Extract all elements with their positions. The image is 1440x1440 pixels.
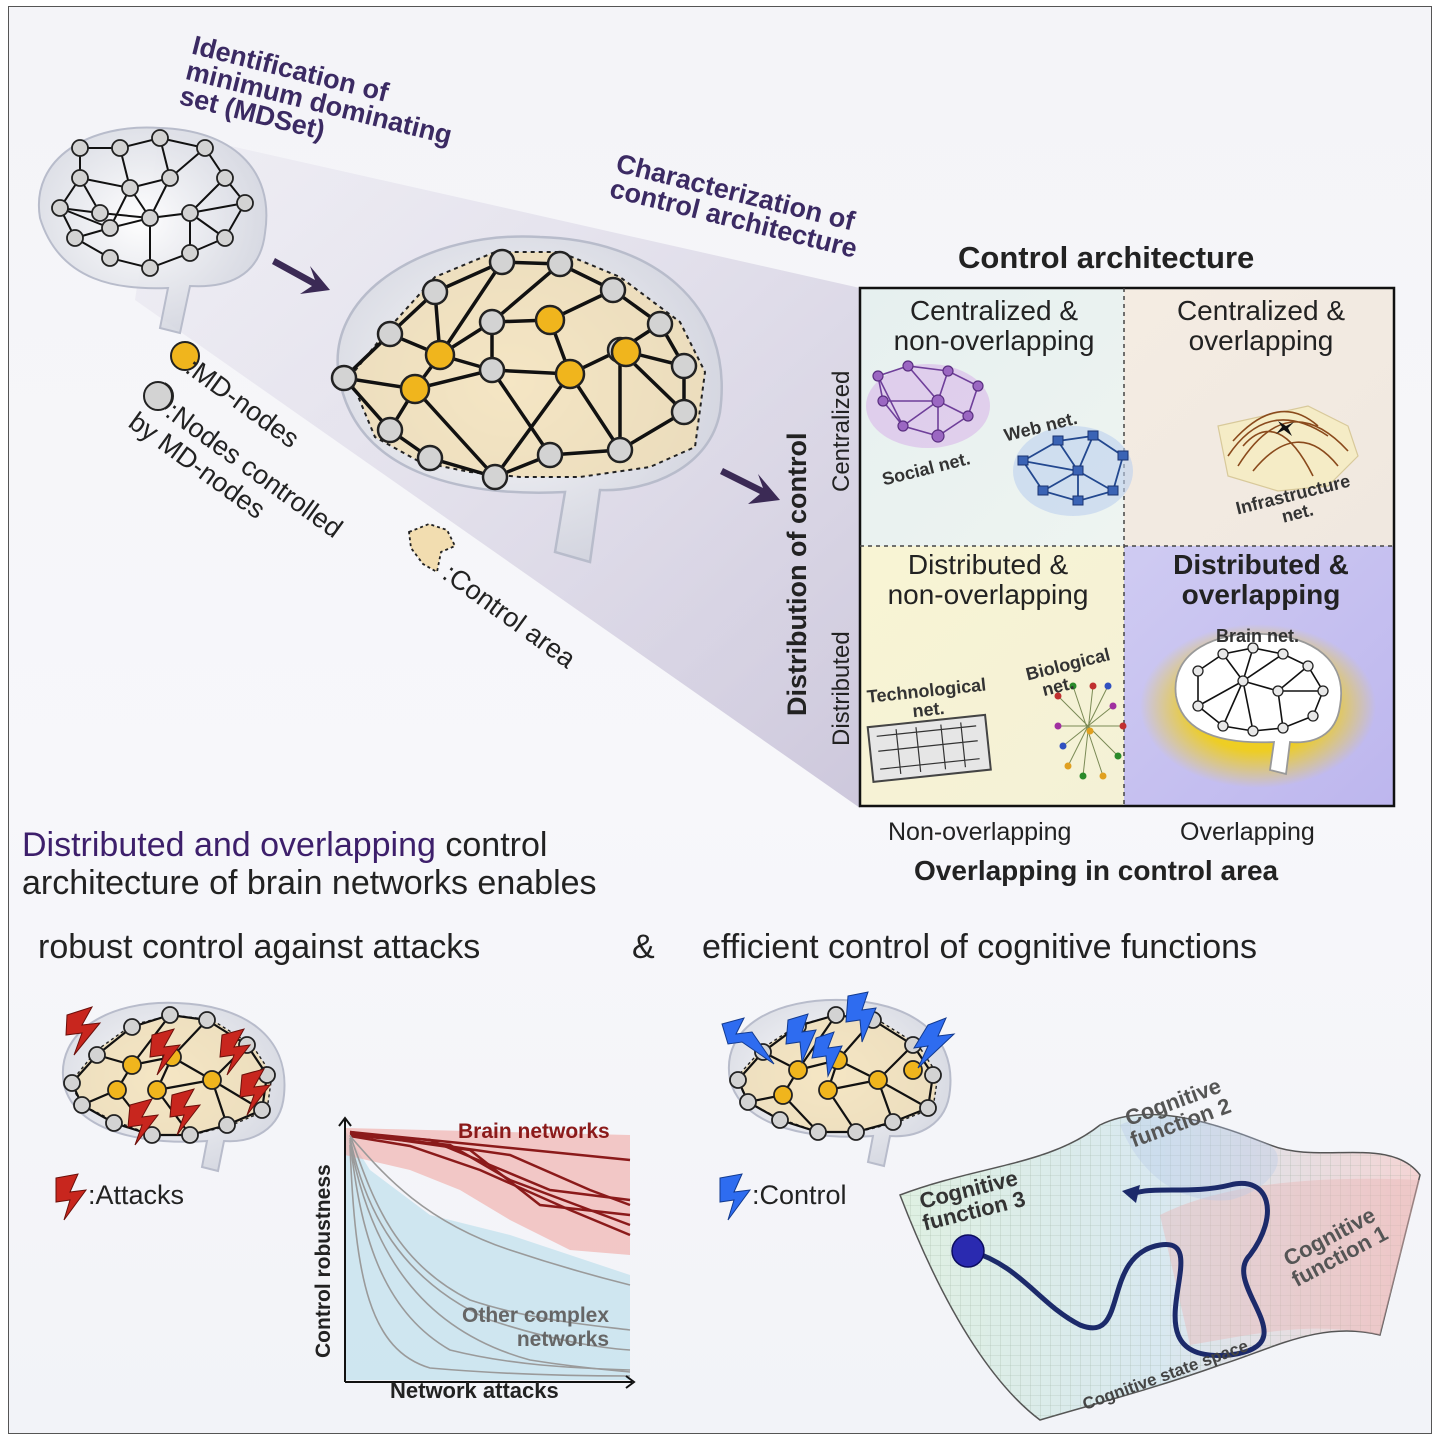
control-legend: :Control bbox=[752, 1180, 847, 1210]
attack-bolts bbox=[65, 1006, 272, 1146]
quadrant-bl-label: Distributed & non-overlapping bbox=[856, 550, 1120, 610]
quadrant-tl-label: Centralized & non-overlapping bbox=[862, 296, 1126, 356]
small-brain-silhouette bbox=[37, 126, 268, 335]
cognitive-state-space bbox=[899, 1113, 1421, 1421]
trajectory bbox=[969, 1181, 1270, 1358]
small-brain-figure bbox=[37, 126, 268, 335]
control-bolt-icon bbox=[719, 1173, 752, 1221]
controlled-node-marker bbox=[143, 381, 173, 411]
small-brain-nodes bbox=[51, 129, 254, 277]
other-networks-band bbox=[345, 1130, 630, 1380]
ampersand: & bbox=[632, 928, 655, 966]
arrow-1-icon bbox=[272, 258, 330, 294]
y-axis-top-label: Centralized bbox=[828, 370, 855, 492]
control-bolts bbox=[721, 991, 956, 1078]
quadrant-br-label: Distributed & overlapping bbox=[1126, 550, 1396, 610]
attacks-legend: :Attacks bbox=[88, 1180, 185, 1210]
large-brain-md-nodes bbox=[399, 304, 642, 405]
matrix-title: Control architecture bbox=[958, 240, 1255, 275]
other-networks-series-label: Other complex networks bbox=[462, 1304, 609, 1352]
brain-networks-band bbox=[345, 1128, 630, 1255]
quadrant-tr-line-1: Centralized & bbox=[1176, 295, 1346, 326]
web-net-graph bbox=[1013, 426, 1133, 516]
other-networks-lines bbox=[349, 1134, 631, 1377]
robust-control-text: robust control against attacks bbox=[38, 928, 481, 966]
robustness-chart bbox=[338, 1116, 636, 1389]
control-area-icon bbox=[408, 523, 457, 574]
y-axis-bottom-label: Distributed bbox=[828, 631, 855, 746]
state-ball bbox=[951, 1234, 985, 1268]
quadrant-br-line-1: Distributed & bbox=[1173, 549, 1349, 580]
control-area-shape bbox=[348, 251, 707, 478]
brain-net-label: Brain net. bbox=[1216, 626, 1300, 646]
quadrant-tr-label: Centralized & overlapping bbox=[1126, 296, 1396, 356]
quadrant-tl-line-2: non-overlapping bbox=[893, 325, 1095, 356]
technological-net-graph bbox=[866, 713, 992, 783]
biological-net-graph bbox=[1054, 682, 1127, 780]
conclusion-line-2: architecture of brain networks enables bbox=[22, 864, 597, 902]
large-brain-figure bbox=[330, 235, 723, 564]
conclusion-highlight: Distributed and overlapping bbox=[22, 826, 436, 864]
quadrant-tl-line-1: Centralized & bbox=[909, 295, 1079, 326]
control-architecture-matrix bbox=[858, 286, 1396, 808]
brain-networks-series-label: Brain networks bbox=[458, 1120, 610, 1143]
quadrant-br-line-2: overlapping bbox=[1181, 579, 1341, 610]
x-axis-label: Overlapping in control area bbox=[914, 855, 1279, 886]
infrastructure-net-graph bbox=[1217, 405, 1359, 492]
arrow-2-icon bbox=[720, 468, 780, 504]
chart-x-label: Network attacks bbox=[390, 1378, 559, 1403]
brain-net-graph bbox=[1140, 624, 1376, 788]
conclusion-rest: control bbox=[435, 826, 548, 864]
conclusion-text: Distributed and overlapping control arch… bbox=[22, 826, 597, 902]
controlled-brain-figure bbox=[721, 991, 956, 1168]
attack-bolt-icon bbox=[55, 1173, 88, 1221]
region-2 bbox=[1120, 1116, 1278, 1201]
other-networks-line-1: Other complex bbox=[462, 1304, 610, 1327]
efficient-control-text: efficient control of cognitive functions bbox=[702, 928, 1258, 966]
chart-y-label: Control robustness bbox=[312, 1164, 335, 1358]
conclusion-line-1: Distributed and overlapping control bbox=[22, 826, 597, 864]
attacked-brain-figure bbox=[61, 1001, 286, 1173]
quadrant-bl-line-2: non-overlapping bbox=[887, 579, 1089, 610]
x-axis-left-label: Non-overlapping bbox=[888, 818, 1072, 846]
quadrant-bl-line-1: Distributed & bbox=[907, 549, 1069, 580]
other-networks-line-2: networks bbox=[516, 1328, 610, 1351]
y-axis-label: Distribution of control bbox=[782, 432, 812, 716]
region-1 bbox=[1160, 1178, 1420, 1345]
quadrant-tr-line-2: overlapping bbox=[1188, 325, 1334, 356]
x-axis-right-label: Overlapping bbox=[1180, 818, 1315, 846]
social-net-graph bbox=[866, 360, 990, 448]
brain-networks-lines bbox=[349, 1130, 631, 1237]
md-node-icon bbox=[170, 341, 200, 371]
